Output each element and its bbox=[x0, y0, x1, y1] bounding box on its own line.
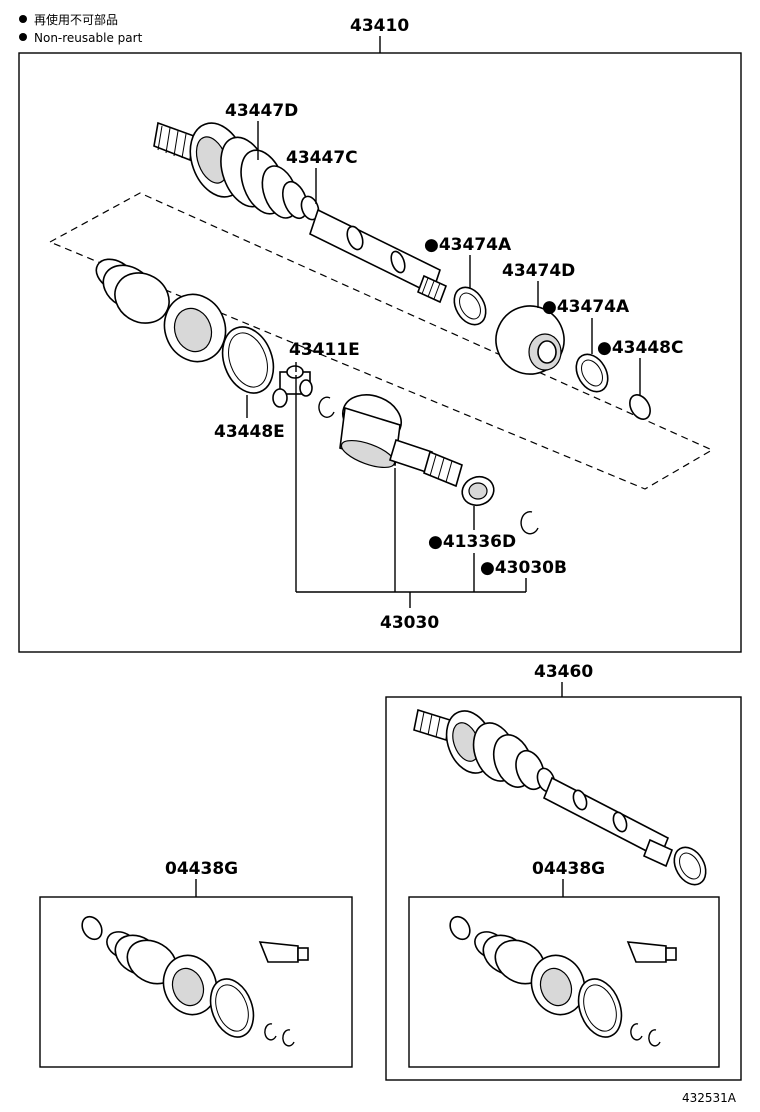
label-41336D[interactable]: ●41336D bbox=[428, 532, 516, 552]
label-43410[interactable]: 43410 bbox=[350, 16, 409, 36]
snap-ring-43030B bbox=[520, 511, 539, 535]
label-43474A-2[interactable]: ●43474A bbox=[542, 297, 630, 317]
label-43447D[interactable]: 43447D bbox=[225, 101, 298, 121]
label-43447C[interactable]: 43447C bbox=[286, 148, 358, 168]
label-43460[interactable]: 43460 bbox=[534, 662, 593, 682]
snap-ring-small bbox=[318, 396, 335, 418]
clamp-43448E bbox=[221, 326, 275, 394]
label-43474A-1[interactable]: ●43474A bbox=[424, 235, 512, 255]
lh-drive-shaft-assembly bbox=[413, 708, 707, 886]
legend-line-1: 再使用不可部品 bbox=[34, 12, 118, 27]
tripod-joint bbox=[272, 365, 313, 408]
clamp-43474A-1 bbox=[453, 286, 487, 326]
outboard-stub-shaft bbox=[153, 121, 195, 162]
inboard-joint-housing bbox=[339, 394, 463, 488]
label-04438G-right[interactable]: 04438G bbox=[532, 859, 605, 879]
clamp-43448C bbox=[629, 394, 651, 420]
dynamic-damper bbox=[495, 305, 565, 375]
label-43030[interactable]: 43030 bbox=[380, 613, 439, 633]
legend-bullet-2 bbox=[19, 33, 27, 41]
inboard-bracket bbox=[295, 375, 527, 608]
diagram-reference-number: 432531A bbox=[682, 1091, 737, 1105]
boot-kit-left-parts bbox=[81, 915, 309, 1047]
label-43030B[interactable]: ●43030B bbox=[480, 558, 567, 578]
outboard-joint-boot bbox=[189, 122, 320, 221]
label-04438G-left[interactable]: 04438G bbox=[165, 859, 238, 879]
lh-assembly-frame bbox=[385, 696, 742, 1081]
inboard-boot bbox=[95, 258, 170, 324]
boot-kit-right-box bbox=[408, 896, 720, 1068]
label-43474D[interactable]: 43474D bbox=[502, 261, 575, 281]
clamp-43474A-2 bbox=[575, 353, 609, 393]
drive-shaft bbox=[309, 208, 448, 304]
legend-bullet-1 bbox=[19, 15, 27, 23]
label-43448E[interactable]: 43448E bbox=[214, 422, 285, 442]
label-43448C[interactable]: ●43448C bbox=[597, 338, 683, 358]
boot-kit-dashed-box bbox=[48, 192, 714, 490]
boot-kit-right-parts bbox=[449, 915, 677, 1047]
main-assembly-frame bbox=[18, 52, 742, 653]
legend-line-2: Non-reusable part bbox=[34, 31, 143, 45]
boot-kit-left-box bbox=[39, 896, 353, 1068]
inboard-joint-cover bbox=[163, 293, 227, 363]
label-43411E[interactable]: 43411E bbox=[289, 340, 360, 360]
